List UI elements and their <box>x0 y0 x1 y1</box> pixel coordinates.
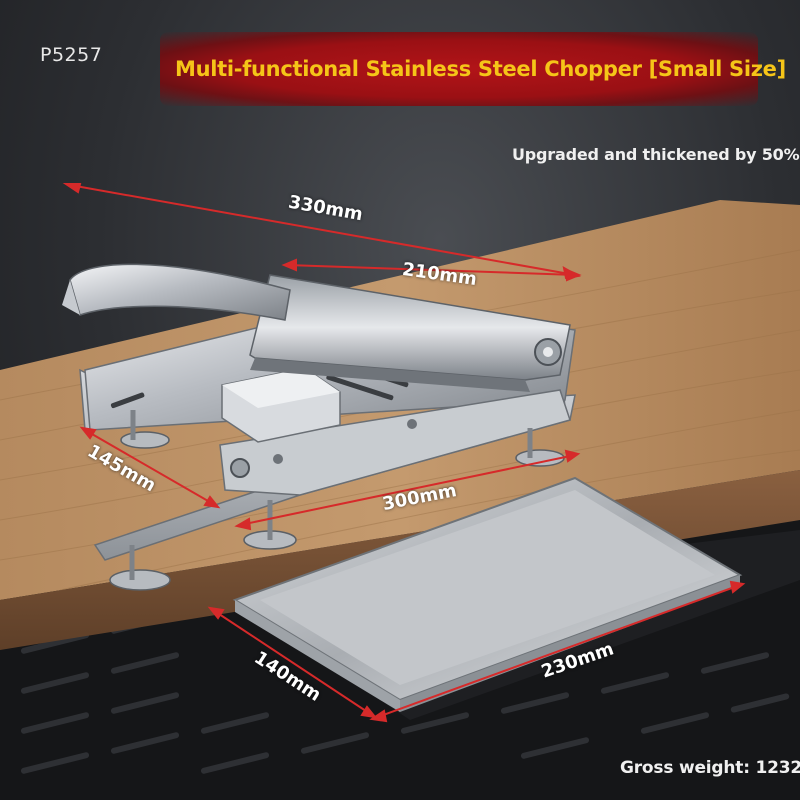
upgrade-note: Upgraded and thickened by 50% <box>512 145 800 164</box>
title-banner <box>160 32 758 106</box>
gross-weight: Gross weight: 1232g <box>620 758 800 778</box>
chopper-knife <box>62 263 571 392</box>
product-code: P5257 <box>40 44 103 66</box>
dimension-lines <box>62 183 746 723</box>
product-title: Multi-functional Stainless Steel Chopper… <box>175 57 786 81</box>
